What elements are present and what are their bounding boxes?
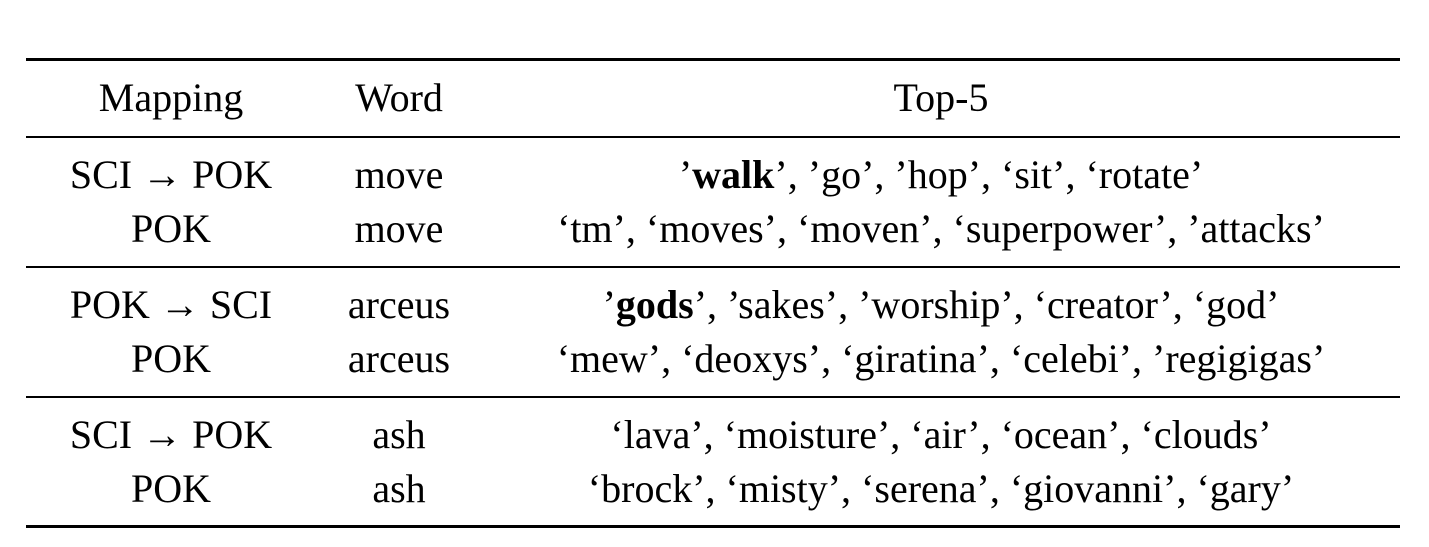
mapping-cell: POK	[130, 336, 212, 381]
top5-cell: ’gods’, ’sakes’, ’worship’, ‘creator’, ‘…	[482, 281, 1400, 329]
word-cell: arceus	[347, 282, 451, 327]
header-rule	[26, 136, 1400, 138]
mapping-cell: SCI → POK	[69, 152, 273, 197]
top5-bold-word: gods	[615, 282, 694, 327]
header-mapping: Mapping	[98, 75, 244, 120]
top5-prefix: ’	[678, 152, 693, 197]
top5-cell: ’walk’, ’go’, ’hop’, ‘sit’, ‘rotate’	[482, 151, 1400, 199]
top5-cell: ‘lava’, ‘moisture’, ‘air’, ‘ocean’, ‘clo…	[610, 412, 1272, 457]
word-cell: move	[354, 206, 444, 251]
top5-rest: ’, ’go’, ’hop’, ‘sit’, ‘rotate’	[774, 152, 1204, 197]
mapping-cell: POK	[130, 206, 212, 251]
header-top5: Top-5	[893, 75, 989, 120]
top5-prefix: ’	[602, 282, 616, 327]
bottom-rule	[26, 525, 1400, 528]
word-cell: move	[354, 152, 444, 197]
top5-bold-word: walk	[692, 152, 775, 197]
mapping-cell: POK → SCI	[69, 282, 273, 327]
top-rule	[26, 58, 1400, 61]
top5-rest: ’, ’sakes’, ’worship’, ‘creator’, ‘god’	[693, 282, 1280, 327]
word-cell: ash	[372, 412, 426, 457]
top5-cell: ‘brock’, ‘misty’, ‘serena’, ‘giovanni’, …	[587, 466, 1295, 511]
group-rule	[26, 396, 1400, 398]
group-rule	[26, 266, 1400, 268]
header-word: Word	[355, 75, 443, 120]
word-cell: ash	[372, 466, 426, 511]
mapping-cell: POK	[130, 466, 212, 511]
top5-cell: ‘mew’, ‘deoxys’, ‘giratina’, ‘celebi’, ’…	[556, 336, 1326, 381]
top5-cell: ‘tm’, ‘moves’, ‘moven’, ‘superpower’, ’a…	[557, 206, 1325, 251]
word-cell: arceus	[347, 336, 451, 381]
mapping-cell: SCI → POK	[69, 412, 273, 457]
